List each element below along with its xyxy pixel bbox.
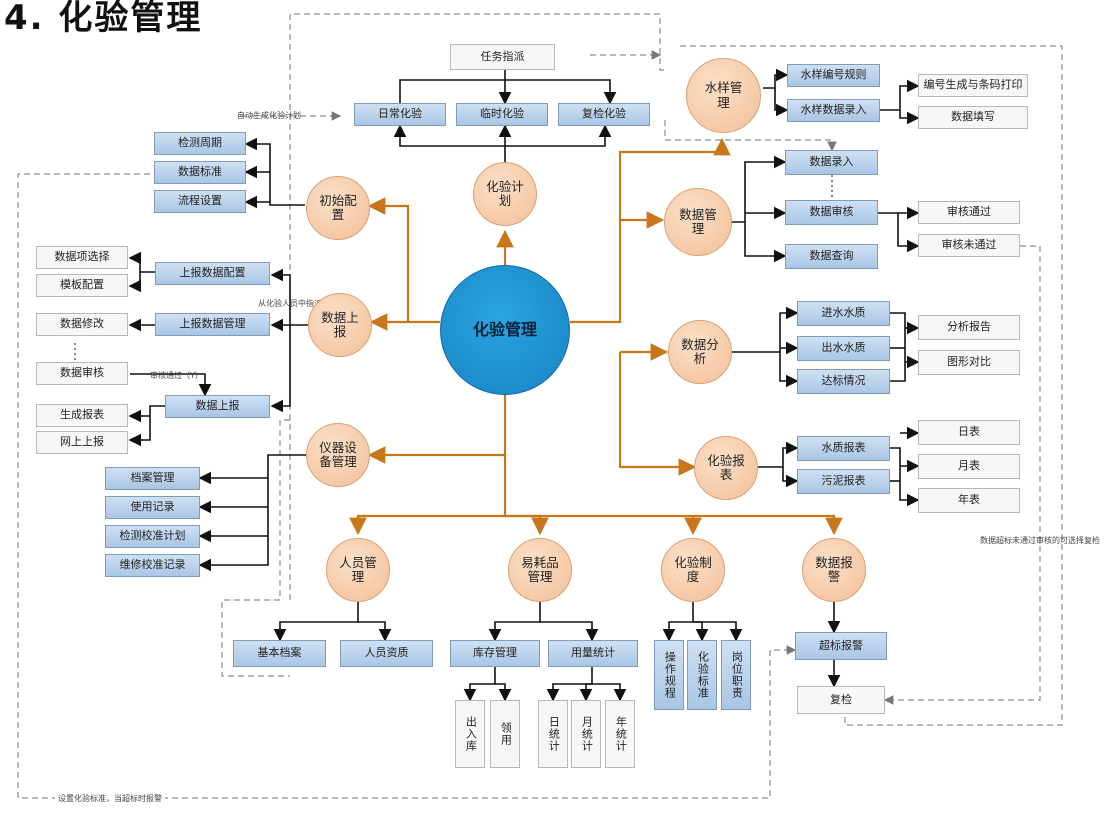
upload-child-gen-report: 生成报表 bbox=[36, 404, 128, 427]
note-set-standard: 设置化验标准，当超标时报警 bbox=[55, 793, 165, 804]
main-connectors bbox=[349, 137, 843, 536]
upload-review-box: 数据审核 bbox=[36, 362, 128, 385]
data-review-box: 数据审核 bbox=[785, 200, 878, 225]
usage-box: 用量统计 bbox=[548, 640, 638, 667]
circle-alarm: 数据报警 bbox=[802, 538, 866, 602]
report-period-day: 日表 bbox=[918, 420, 1020, 445]
report-child-water: 水质报表 bbox=[797, 436, 890, 461]
circle-sample: 水样管理 bbox=[686, 58, 761, 133]
init-child-flow: 流程设置 bbox=[154, 190, 246, 213]
task-assign-box: 任务指派 bbox=[450, 44, 555, 70]
analysis-child-inflow: 进水水质 bbox=[797, 301, 890, 326]
circle-lab-report: 化验报表 bbox=[694, 436, 758, 500]
upload-child-item-select: 数据项选择 bbox=[36, 246, 128, 269]
plan-child-daily: 日常化验 bbox=[354, 103, 446, 126]
sample-entry-fill: 数据填写 bbox=[918, 106, 1028, 129]
staff-child-qualification: 人员资质 bbox=[340, 640, 433, 667]
sample-child-entry: 水样数据录入 bbox=[787, 99, 880, 122]
recheck-box: 复检 bbox=[797, 686, 885, 714]
system-child-duty: 岗位职责 bbox=[721, 640, 751, 710]
note-auto-plan: 自动生成化验计划 bbox=[237, 111, 301, 120]
init-child-cycle: 检测周期 bbox=[154, 132, 246, 155]
circle-consumables: 易耗品管理 bbox=[508, 538, 572, 602]
plan-child-recheck: 复检化验 bbox=[558, 103, 650, 126]
circle-data-upload: 数据上报 bbox=[308, 293, 372, 357]
staff-child-archive: 基本档案 bbox=[233, 640, 326, 667]
sample-entry-barcode: 编号生成与条码打印 bbox=[918, 74, 1028, 97]
exceed-alarm-box: 超标报警 bbox=[795, 632, 887, 660]
circle-lab-plan: 化验计划 bbox=[473, 162, 537, 226]
note-review-pass: 审核通过（Y） bbox=[150, 371, 203, 380]
system-child-standard: 化验标准 bbox=[687, 640, 717, 710]
upload-config-box: 上报数据配置 bbox=[155, 262, 270, 285]
circle-data-mgmt: 数据管理 bbox=[664, 188, 732, 256]
upload-manage-box: 上报数据管理 bbox=[155, 313, 270, 336]
instrument-child-usage: 使用记录 bbox=[105, 496, 200, 519]
usage-child-day: 日统计 bbox=[538, 700, 568, 768]
dashed-loops bbox=[17, 13, 1063, 799]
analysis-output-report: 分析报告 bbox=[918, 315, 1020, 340]
analysis-output-chart: 图形对比 bbox=[918, 350, 1020, 375]
data-query-box: 数据查询 bbox=[785, 244, 878, 269]
init-child-standard: 数据标准 bbox=[154, 161, 246, 184]
report-child-sludge: 污泥报表 bbox=[797, 469, 890, 494]
usage-child-month: 月统计 bbox=[571, 700, 601, 768]
circle-init-config: 初始配置 bbox=[306, 176, 370, 240]
instrument-child-calib-plan: 检测校准计划 bbox=[105, 525, 200, 548]
inventory-child-inout: 出入库 bbox=[455, 700, 485, 768]
inventory-box: 库存管理 bbox=[450, 640, 540, 667]
circle-system: 化验制度 bbox=[661, 538, 725, 602]
analysis-child-compliance: 达标情况 bbox=[797, 369, 890, 394]
review-fail-box: 审核未通过 bbox=[918, 234, 1020, 257]
upload-submit-box: 数据上报 bbox=[165, 395, 270, 418]
usage-child-year: 年统计 bbox=[605, 700, 635, 768]
circle-staff: 人员管理 bbox=[326, 538, 390, 602]
upload-edit-box: 数据修改 bbox=[36, 313, 128, 336]
note-exceed-recheck: 数据超标未通过审核的可选择复检 bbox=[980, 536, 1100, 545]
report-period-year: 年表 bbox=[918, 488, 1020, 513]
sub-connectors bbox=[128, 68, 920, 702]
data-entry-box: 数据录入 bbox=[785, 150, 878, 175]
inventory-child-receive: 领用 bbox=[490, 700, 520, 768]
review-pass-box: 审核通过 bbox=[918, 201, 1020, 224]
note-assign-from-staff: 从化验人员中指派 bbox=[258, 299, 322, 308]
instrument-child-archive: 档案管理 bbox=[105, 467, 200, 490]
circle-instrument: 仪器设备管理 bbox=[306, 423, 370, 487]
system-child-procedure: 操作规程 bbox=[654, 640, 684, 710]
sample-child-rule: 水样编号规则 bbox=[787, 64, 880, 87]
upload-child-template: 模板配置 bbox=[36, 274, 128, 297]
plan-child-temp: 临时化验 bbox=[456, 103, 548, 126]
analysis-child-outflow: 出水水质 bbox=[797, 336, 890, 361]
instrument-child-repair: 维修校准记录 bbox=[105, 554, 200, 577]
center-node: 化验管理 bbox=[440, 265, 570, 395]
upload-child-online: 网上上报 bbox=[36, 431, 128, 454]
report-period-month: 月表 bbox=[918, 454, 1020, 479]
circle-analysis: 数据分析 bbox=[668, 320, 732, 384]
page-title: 4. 化验管理 bbox=[4, 0, 203, 38]
